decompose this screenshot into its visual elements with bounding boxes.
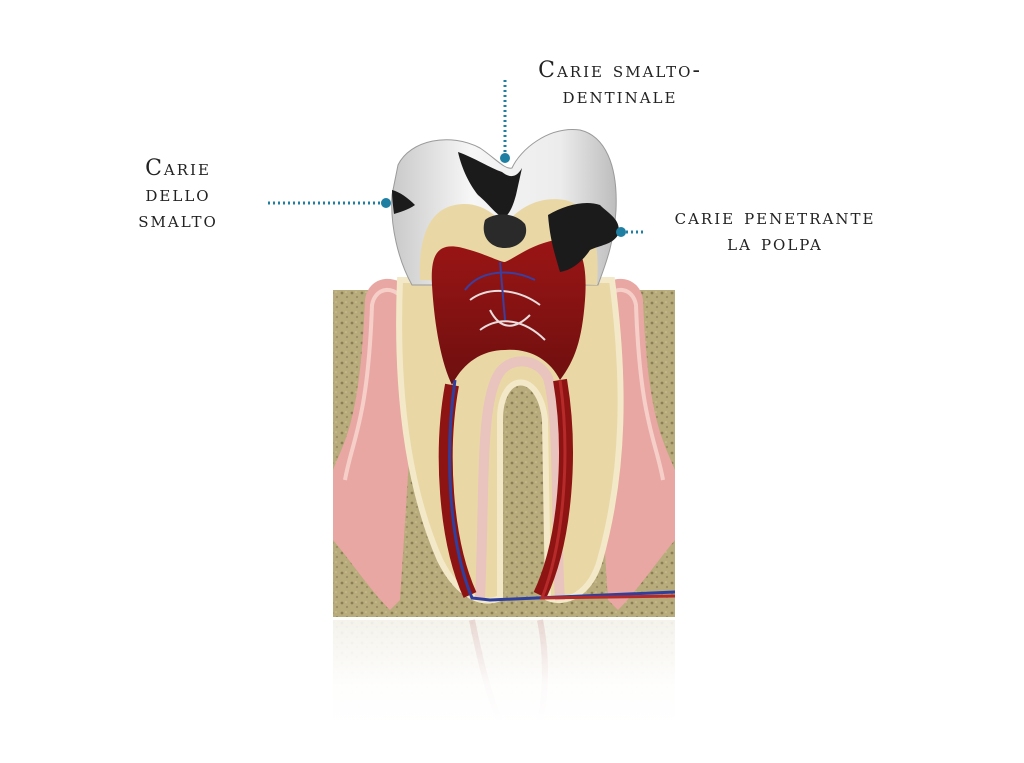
dental-pulp (431, 239, 676, 602)
caries-lesions (392, 152, 619, 272)
caries-enamel-dentin (458, 152, 522, 218)
label-line: Carie smalto- (538, 58, 702, 83)
pointer-enamel-caries (268, 198, 391, 208)
label-line: smalto (138, 208, 218, 233)
label-line: dello (145, 182, 211, 207)
caries-dentin-cavity (483, 214, 527, 248)
label-line: dentinale (562, 84, 678, 109)
pointer-pulp-caries (616, 227, 646, 237)
label-line: carie penetrante (674, 205, 876, 230)
pointer-enamel-dentin-caries (500, 80, 510, 163)
caries-enamel-spot (392, 190, 415, 214)
caries-pulp-penetrating (548, 203, 619, 272)
label-line: la polpa (727, 231, 823, 256)
label-line: Carie (145, 156, 211, 181)
label-enamel-caries: Carie dello smalto (118, 156, 238, 234)
reflection (333, 618, 675, 728)
label-pulp-caries: carie penetrante la polpa (650, 205, 900, 257)
label-enamel-dentin-caries: Carie smalto- dentinale (505, 58, 735, 110)
